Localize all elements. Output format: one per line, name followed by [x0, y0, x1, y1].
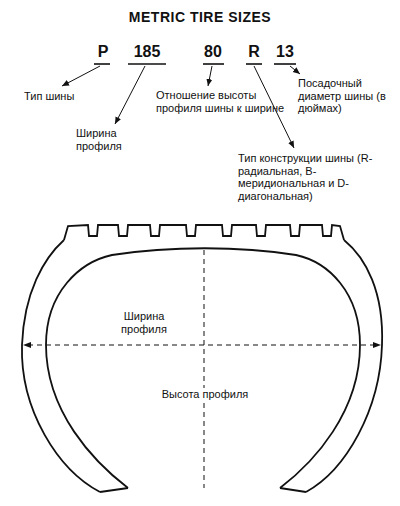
- code-number: 185: [126, 43, 168, 61]
- part-label: Тип конструкции шины (R- радиальная, B- …: [238, 152, 388, 203]
- part-label: Тип шины: [24, 90, 114, 103]
- dimension-lines: [28, 250, 376, 488]
- part-label: Посадочный диаметр шины (в дюймах): [298, 77, 396, 115]
- part-label: Ширина профиля: [76, 127, 156, 152]
- dimension-label: Ширина профиля: [104, 310, 184, 335]
- tire-outline: [22, 225, 382, 492]
- code-number: 80: [200, 43, 226, 61]
- code-underlines: [94, 63, 296, 65]
- dimension-arrows: [23, 342, 381, 348]
- code-letter: R: [244, 43, 264, 61]
- code-number: 13: [272, 43, 298, 61]
- part-label: Отношение высоты профиля шины к ширине: [156, 89, 286, 114]
- dimension-label: Высота профиля: [150, 388, 260, 401]
- title: METRIC TIRE SIZES: [0, 9, 400, 25]
- code-letter: P: [94, 43, 112, 61]
